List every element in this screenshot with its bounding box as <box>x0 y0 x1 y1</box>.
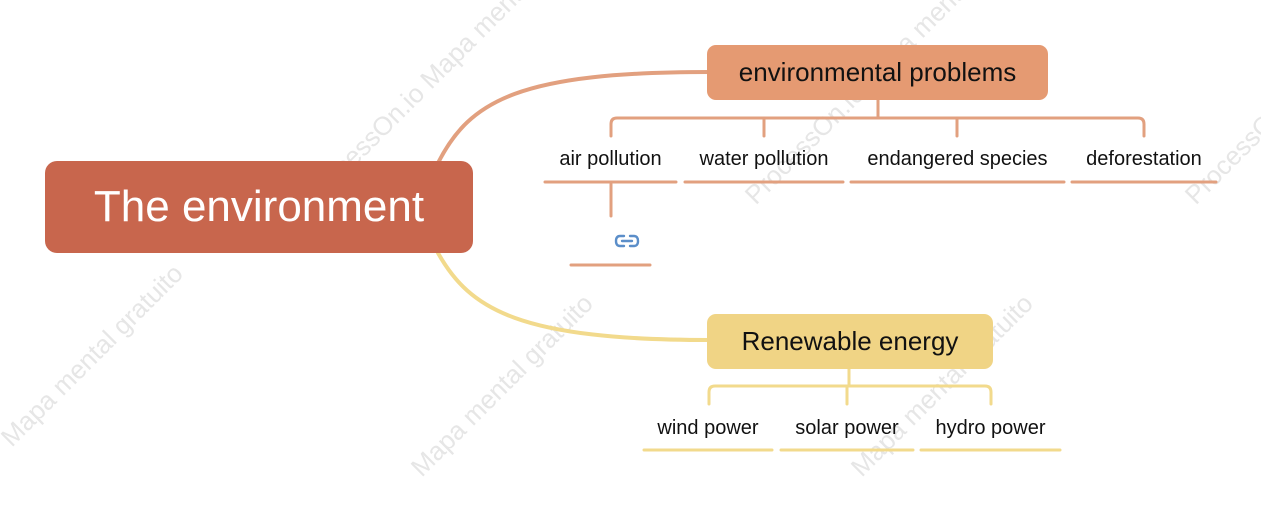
leaf-label: wind power <box>657 417 759 439</box>
leaf-label: hydro power <box>935 417 1046 439</box>
connector-root-problems <box>436 70 712 165</box>
branch-label: Renewable energy <box>741 326 959 356</box>
leaf-endangered-species[interactable]: endangered species <box>851 148 1064 171</box>
leaf-water-pollution[interactable]: water pollution <box>685 148 843 171</box>
branch-label: environmental problems <box>738 57 1017 87</box>
leaf-label: endangered species <box>867 148 1048 170</box>
leaf-solar-power[interactable]: solar power <box>781 417 913 440</box>
leaf-wind-power[interactable]: wind power <box>644 417 772 440</box>
link-icon[interactable] <box>614 232 640 250</box>
leaf-label: solar power <box>795 417 899 439</box>
leaf-label: water pollution <box>699 148 829 170</box>
connector-energy-bracket <box>707 384 993 406</box>
connector-problems-bracket <box>609 116 1146 138</box>
branch-environmental-problems[interactable]: environmental problems <box>707 45 1048 100</box>
root-node[interactable]: The environment <box>45 161 473 253</box>
branch-renewable-energy[interactable]: Renewable energy <box>707 314 993 369</box>
connector-root-energy <box>436 251 712 342</box>
leaf-deforestation[interactable]: deforestation <box>1072 148 1216 171</box>
root-node-label: The environment <box>93 182 425 231</box>
leaf-air-pollution[interactable]: air pollution <box>545 148 676 171</box>
leaf-hydro-power[interactable]: hydro power <box>921 417 1060 440</box>
leaf-label: air pollution <box>559 148 662 170</box>
leaf-label: deforestation <box>1086 148 1202 170</box>
